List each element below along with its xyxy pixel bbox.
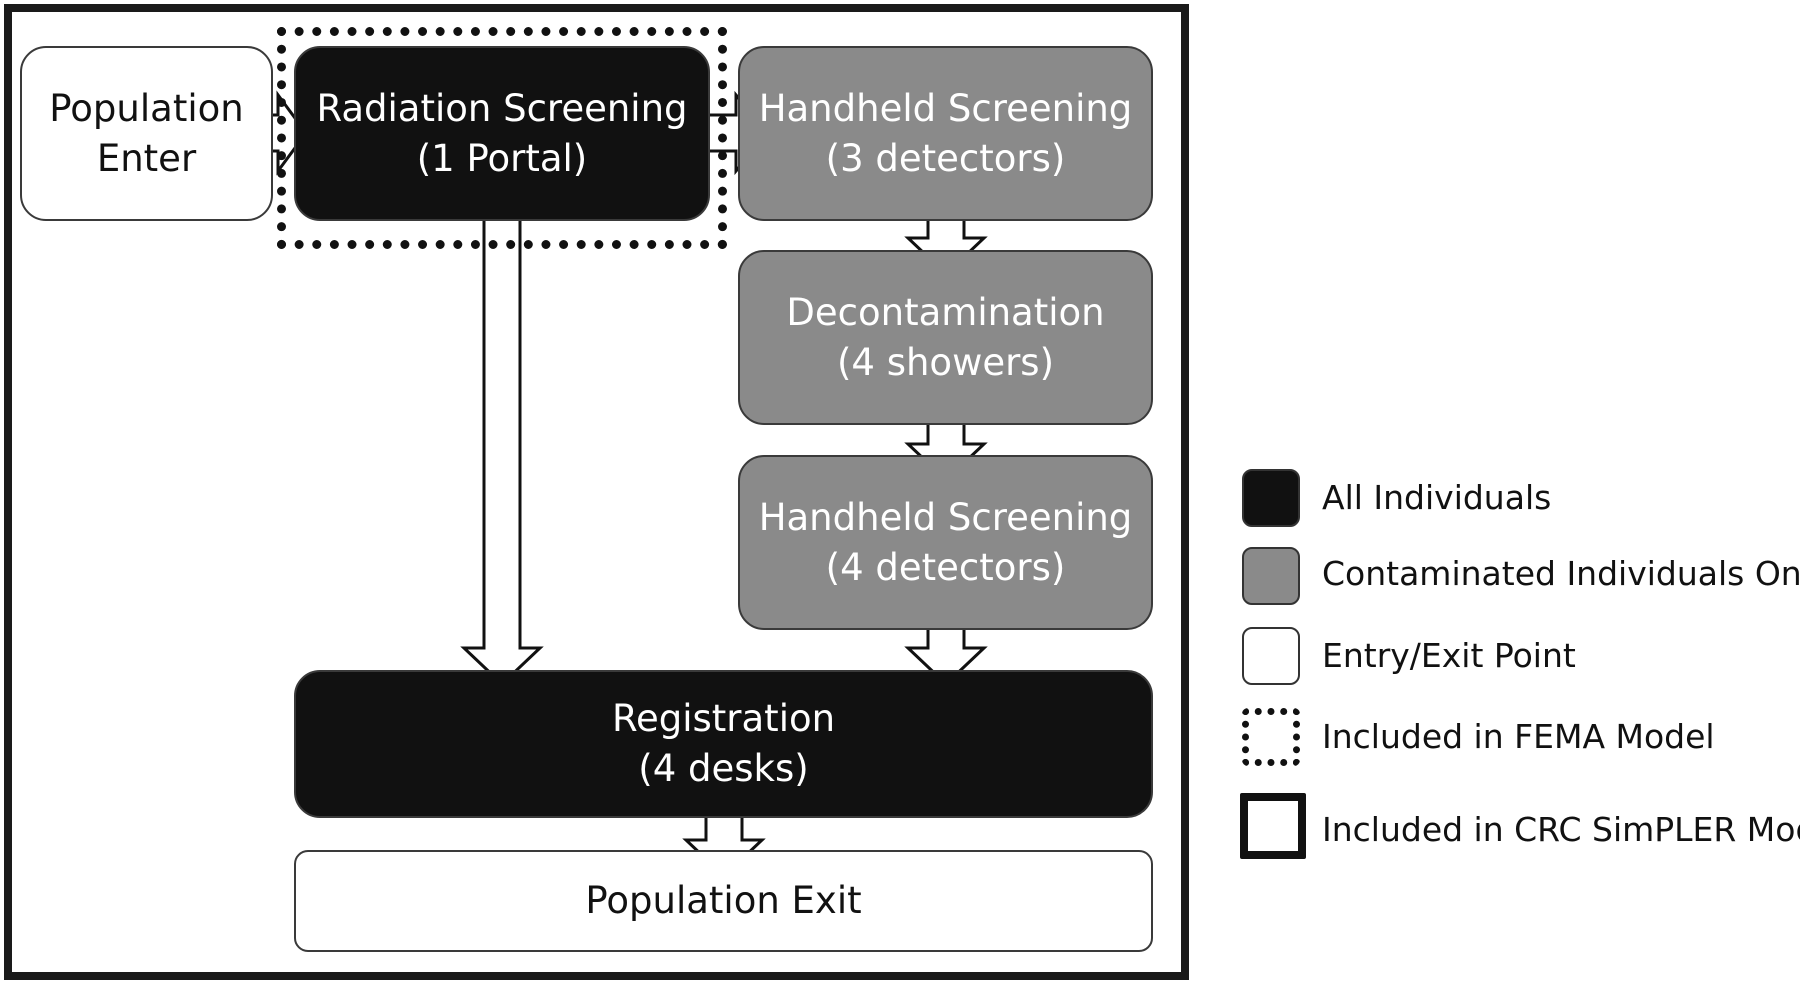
population-enter-node: Population Enter <box>20 46 273 221</box>
fema-model-outline <box>277 27 727 249</box>
handheld-screening-1-line2: (3 detectors) <box>825 136 1066 180</box>
legend-label-all-individuals: All Individuals <box>1322 478 1552 517</box>
population-enter-line1: Population <box>49 86 244 130</box>
decontamination-line1: Decontamination <box>786 290 1105 334</box>
legend-swatch-fema-model <box>1242 708 1300 766</box>
registration-line1: Registration <box>611 697 836 740</box>
population-exit-line1: Population Exit <box>585 879 862 922</box>
radiation-screening-node: Radiation Screening (1 Portal) <box>294 46 710 221</box>
handheld-screening-1-node: Handheld Screening (3 detectors) <box>738 46 1153 221</box>
arrow-radiation-to-registration <box>460 210 544 687</box>
registration-node: Registration (4 desks) <box>294 670 1153 818</box>
registration-line2: (4 desks) <box>638 747 809 790</box>
legend-label-crc-model: Included in CRC SimPLER Model <box>1322 810 1800 849</box>
crc-simpler-model-frame <box>4 4 1189 980</box>
radiation-screening-line1: Radiation Screening <box>316 86 688 130</box>
legend-swatch-all-individuals <box>1242 469 1300 527</box>
handheld-screening-1-line1: Handheld Screening <box>758 86 1133 130</box>
handheld-screening-2-line2: (4 detectors) <box>825 545 1066 589</box>
decontamination-line2: (4 showers) <box>836 340 1055 384</box>
legend-label-contaminated: Contaminated Individuals Only <box>1322 554 1800 593</box>
legend-swatch-entry-exit <box>1242 627 1300 685</box>
radiation-screening-line2: (1 Portal) <box>416 136 588 180</box>
legend-label-fema-model: Included in FEMA Model <box>1322 717 1715 756</box>
legend-label-entry-exit: Entry/Exit Point <box>1322 636 1576 675</box>
handheld-screening-2-line1: Handheld Screening <box>758 495 1133 539</box>
decontamination-node: Decontamination (4 showers) <box>738 250 1153 425</box>
handheld-screening-2-node: Handheld Screening (4 detectors) <box>738 455 1153 630</box>
population-exit-node: Population Exit <box>294 850 1153 952</box>
legend-swatch-crc-model <box>1240 793 1306 859</box>
population-enter-line2: Enter <box>96 136 197 180</box>
legend-swatch-contaminated <box>1242 547 1300 605</box>
